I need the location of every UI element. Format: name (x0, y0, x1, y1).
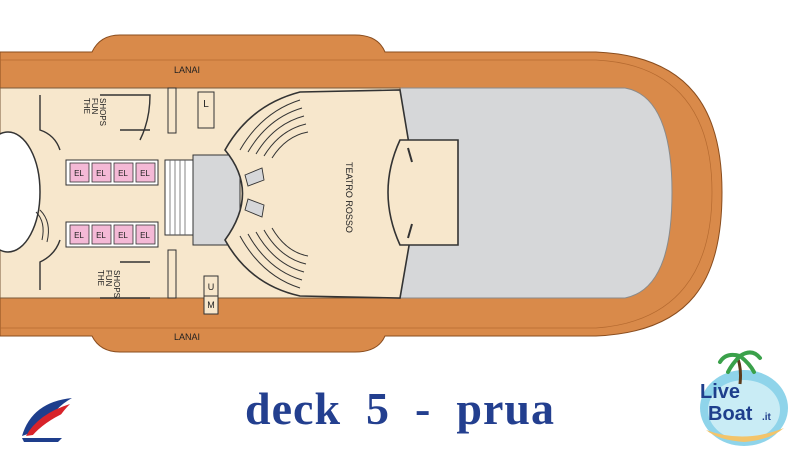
deck-caption: deck 5 - prua (245, 383, 555, 434)
svg-text:THE: THE (82, 98, 91, 114)
liveboat-boat-text: Boat (708, 403, 753, 425)
pillar (167, 87, 177, 134)
hull-planks (0, 59, 713, 329)
restroom-m-label: M (207, 300, 215, 310)
pillar (167, 249, 177, 299)
atrium-stairs (35, 209, 49, 243)
shop-walls-top (39, 94, 151, 151)
carnival-logo (22, 398, 72, 442)
elevator-label: EL (74, 231, 84, 240)
seating-tier-bottom (239, 227, 309, 289)
elevator-bank-bottom (65, 221, 159, 248)
stage-columns (407, 147, 413, 239)
stairwell (164, 159, 194, 236)
bow-open-deck (399, 87, 673, 299)
svg-text:SHOPS: SHOPS (112, 270, 121, 298)
elevator-label: EL (140, 169, 150, 178)
svg-text:THE: THE (96, 270, 105, 286)
shop-walls-bottom (39, 239, 150, 299)
restroom-m-box (203, 295, 219, 315)
fun-shops-label-bottom: THE FUN SHOPS (96, 270, 121, 298)
seating-tier-top (239, 99, 309, 159)
svg-text:FUN: FUN (104, 270, 113, 287)
elevator-label: EL (74, 169, 84, 178)
liveboat-tld-text: .it (762, 412, 772, 423)
lanai-label-bottom: LANAI (174, 332, 200, 342)
liveboat-logo: Live Boat .it (700, 350, 788, 446)
theatre-label: TEATRO ROSSO (344, 162, 354, 233)
atrium-void (0, 131, 41, 253)
restroom-u-label: U (208, 282, 215, 292)
elevator-label: EL (96, 169, 106, 178)
lanai-label-top: LANAI (174, 65, 200, 75)
theatre-side-stairs (244, 167, 265, 218)
fun-shops-label-top: THE FUN SHOPS (82, 98, 107, 126)
lift-label: L (203, 99, 209, 110)
elevator-label: EL (140, 231, 150, 240)
elevator-label: EL (96, 231, 106, 240)
elevator-label: EL (118, 231, 128, 240)
theatre-outline (224, 89, 411, 299)
lift-box (197, 91, 215, 129)
stair-treads (169, 160, 186, 235)
elevator-label: EL (118, 169, 128, 178)
theatre-stage (387, 139, 459, 246)
liveboat-live-text: Live (700, 381, 740, 403)
svg-text:SHOPS: SHOPS (98, 98, 107, 126)
svg-text:FUN: FUN (90, 98, 99, 115)
elevator-bank-top (65, 159, 159, 186)
